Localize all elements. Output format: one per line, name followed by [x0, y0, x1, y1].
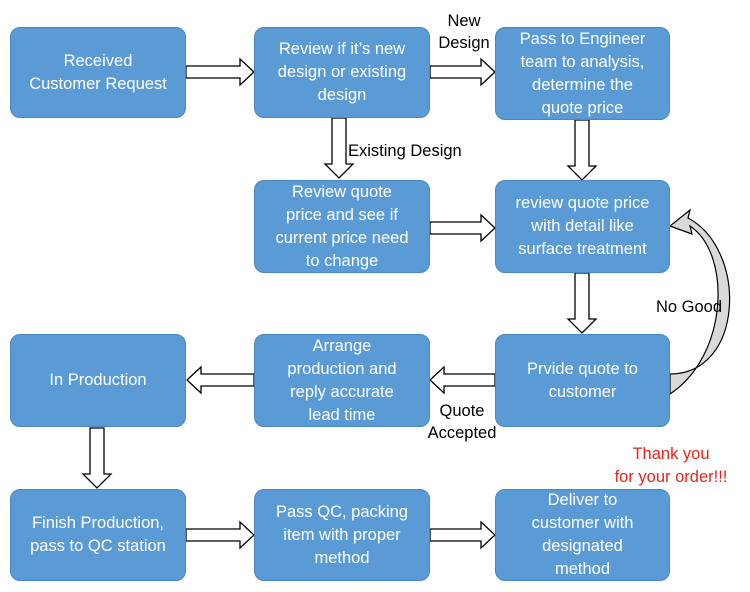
node-review-new-or-existing: Review if it’s new design or existing de… [254, 27, 430, 118]
label-quote-accepted: Quote Accepted [427, 402, 497, 442]
arrow-inproduction-to-finish [81, 427, 113, 489]
arrow-finish-to-qc [185, 520, 255, 550]
node-pass-to-engineer: Pass to Engineer team to analysis, deter… [495, 27, 670, 120]
arrow-provide-to-arrange [429, 365, 496, 395]
node-provide-quote: Prvide quote to customer [495, 334, 670, 427]
label-no-good: No Good [656, 298, 723, 316]
node-review-quote-detail: review quote price with detail like surf… [495, 180, 670, 273]
label-new-design: New Design [438, 12, 490, 52]
node-arrange-production: Arrange production and reply accurate le… [254, 334, 430, 427]
arrow-no-good-loop [668, 208, 731, 396]
thank-you-note: Thank you for your order!!! [614, 445, 728, 486]
node-review-quote-price-existing: Review quote price and see if current pr… [254, 180, 430, 273]
arrow-review-to-quote-existing [323, 117, 355, 179]
node-finish-production: Finish Production, pass to QC station [10, 489, 186, 581]
node-in-production: In Production [10, 334, 186, 427]
arrow-existing-to-detail [429, 213, 496, 243]
node-pass-qc: Pass QC, packing item with proper method [254, 489, 430, 581]
arrow-detail-to-provide [566, 272, 598, 334]
arrow-engineer-to-detail [566, 119, 598, 181]
arrow-received-to-review [185, 57, 255, 87]
node-received-request: Received Customer Request [10, 27, 186, 118]
node-deliver: Deliver to customer with designated meth… [495, 489, 670, 581]
label-existing-design: Existing Design [348, 142, 462, 160]
arrow-review-to-engineer [429, 57, 496, 87]
arrow-arrange-to-inproduction [186, 365, 255, 395]
arrow-qc-to-deliver [429, 520, 496, 550]
